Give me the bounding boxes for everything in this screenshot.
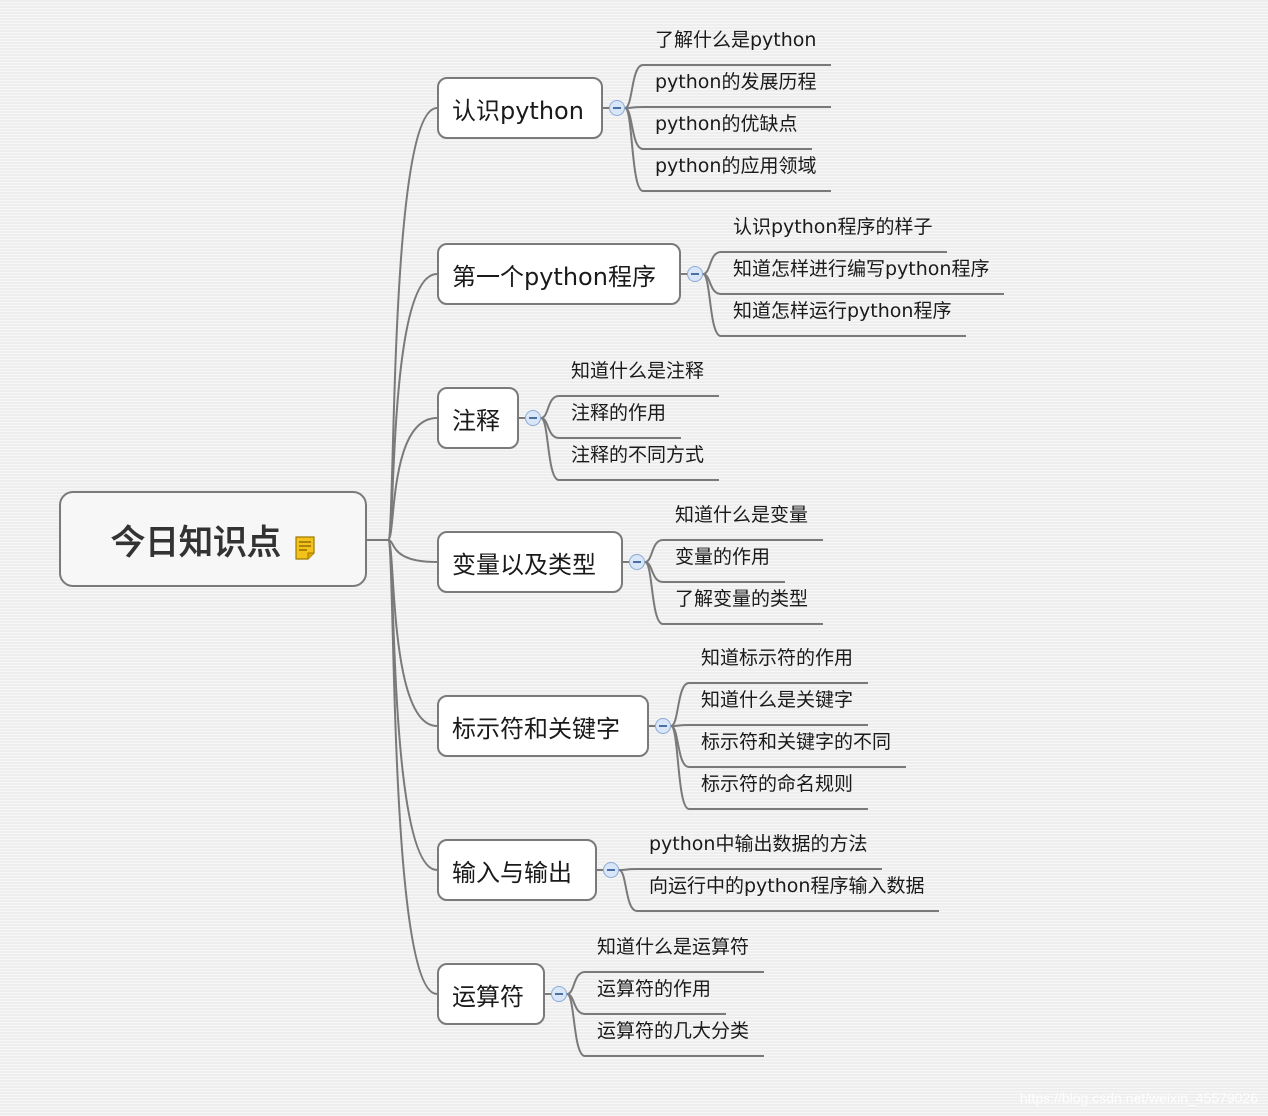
topic-node[interactable]: 注释 [437,387,519,449]
subtopic-connector [624,106,831,109]
branch-connector [387,539,438,563]
topic-node[interactable]: 变量以及类型 [437,531,623,593]
topic-label: 变量以及类型 [452,550,596,579]
topic-label: 第一个python程序 [452,262,656,291]
subtopic-label[interactable]: 了解变量的类型 [675,588,809,610]
subtopic-label[interactable]: 注释的不同方式 [571,444,705,466]
subtopic-label[interactable]: 知道什么是运算符 [597,936,750,958]
subtopic-label[interactable]: 标示符和关键字的不同 [701,731,892,753]
subtopic-label[interactable]: python的发展历程 [655,71,817,93]
subtopic-label[interactable]: 知道怎样进行编写python程序 [733,258,990,280]
topic-label: 标示符和关键字 [452,714,620,743]
collapse-toggle[interactable] [609,100,625,116]
root-label: 今日知识点 [111,522,281,563]
subtopic-label[interactable]: 运算符的几大分类 [597,1020,750,1042]
subtopic-connector [670,682,868,727]
subtopic-connector [670,725,868,810]
topic-label: 注释 [452,406,500,435]
topic-label: 认识python [452,96,584,125]
subtopic-label[interactable]: 知道怎样运行python程序 [733,300,952,322]
minus-icon [529,417,537,419]
minus-icon [659,725,667,727]
subtopic-connector [618,869,939,912]
topic-node[interactable]: 第一个python程序 [437,243,681,305]
root-topic[interactable]: 今日知识点 [59,491,367,587]
topic-label: 输入与输出 [452,858,572,887]
subtopic-connector [566,971,764,995]
topic-node[interactable]: 运算符 [437,963,545,1025]
subtopic-label[interactable]: 了解什么是python [655,29,817,51]
subtopic-label[interactable]: 向运行中的python程序输入数据 [649,875,925,897]
subtopic-connector [624,107,831,192]
minus-icon [633,561,641,563]
subtopic-label[interactable]: python的应用领域 [655,155,817,177]
collapse-toggle[interactable] [629,554,645,570]
branch-connector [387,273,438,541]
topic-label: 运算符 [452,982,524,1011]
subtopic-label[interactable]: 注释的作用 [571,402,667,424]
subtopic-connector [618,868,882,871]
watermark: https://blog.csdn.net/weixin_45579026 [1019,1090,1258,1106]
note-icon[interactable] [295,529,315,560]
branch-connector [387,107,438,541]
subtopic-connector [702,251,947,275]
topic-node[interactable]: 输入与输出 [437,839,597,901]
topic-node[interactable]: 认识python [437,77,603,139]
subtopic-connector [624,64,831,109]
subtopic-label[interactable]: 知道标示符的作用 [701,647,854,669]
collapse-toggle[interactable] [551,986,567,1002]
collapse-toggle[interactable] [603,862,619,878]
subtopic-label[interactable]: 变量的作用 [675,546,771,568]
subtopic-label[interactable]: python的优缺点 [655,113,798,135]
collapse-toggle[interactable] [687,266,703,282]
subtopic-label[interactable]: 知道什么是关键字 [701,689,854,711]
minus-icon [555,993,563,995]
subtopic-connector [644,561,823,625]
collapse-toggle[interactable] [525,410,541,426]
minus-icon [607,869,615,871]
subtopic-connector [566,993,764,1057]
subtopic-connector [702,273,966,337]
subtopic-label[interactable]: python中输出数据的方法 [649,833,868,855]
subtopic-connector [540,395,719,419]
branch-connector [387,539,438,995]
minus-icon [691,273,699,275]
subtopic-label[interactable]: 标示符的命名规则 [701,773,854,795]
subtopic-label[interactable]: 知道什么是注释 [571,360,705,382]
topic-node[interactable]: 标示符和关键字 [437,695,649,757]
subtopic-connector [670,724,868,727]
subtopic-connector [644,539,823,563]
subtopic-label[interactable]: 知道什么是变量 [675,504,809,526]
minus-icon [613,107,621,109]
subtopic-label[interactable]: 运算符的作用 [597,978,712,1000]
subtopic-label[interactable]: 认识python程序的样子 [733,216,933,238]
collapse-toggle[interactable] [655,718,671,734]
branch-connector [387,417,438,541]
subtopic-connector [540,417,719,481]
